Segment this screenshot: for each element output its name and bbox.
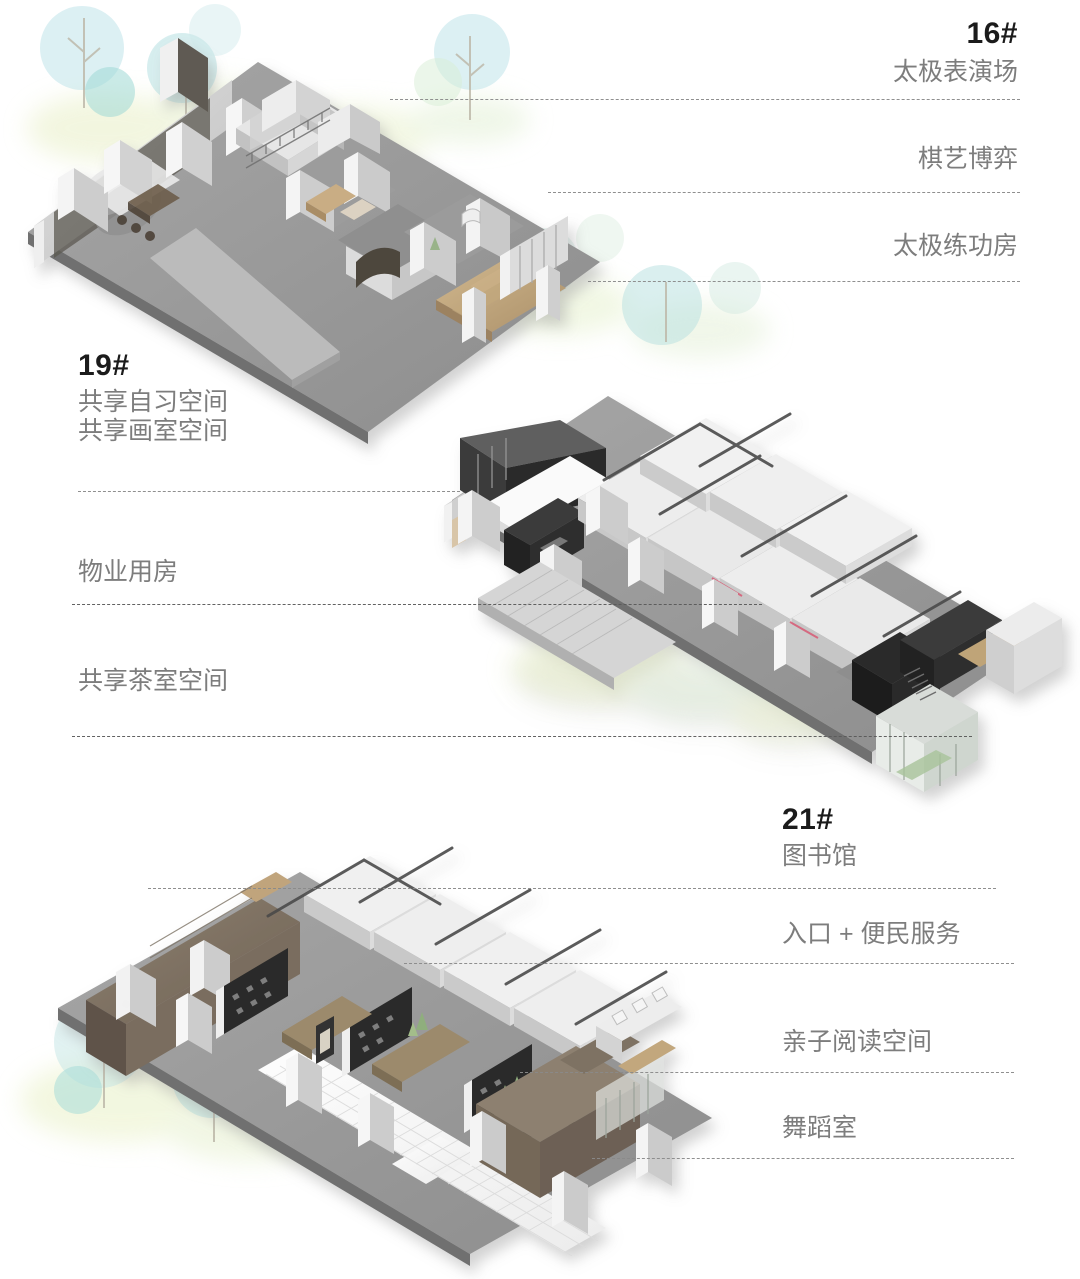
room-label-19-2: 共享画室空间 <box>78 417 229 445</box>
leader-line-21-1 <box>148 888 996 889</box>
room-label-21-2: 入口 + 便民服务 <box>782 920 961 948</box>
room-label-19-4: 共享茶室空间 <box>78 667 229 695</box>
building-19-render <box>444 396 1062 792</box>
room-label-16-3: 太极练功房 <box>892 232 1018 260</box>
label-group-building-21: 21# 图书馆 <box>782 804 1080 872</box>
leader-line-19-1 <box>78 491 460 492</box>
label-group-building-19: 19# 共享自习空间 共享画室空间 <box>78 350 498 447</box>
room-label-19-3: 物业用房 <box>78 558 179 586</box>
leader-line-21-3 <box>520 1072 1014 1073</box>
building-number-19: 19# <box>78 349 130 382</box>
room-label-19-1: 共享自习空间 <box>78 387 229 416</box>
room-label-21-3: 亲子阅读空间 <box>782 1028 933 1056</box>
building-21-render <box>58 846 712 1266</box>
room-label-16-1: 太极表演场 <box>892 57 1018 86</box>
leader-line-16-2 <box>548 192 1020 193</box>
leader-line-19-2 <box>72 604 762 605</box>
room-label-21-4: 舞蹈室 <box>782 1114 858 1142</box>
leader-line-19-3 <box>72 736 972 737</box>
room-label-21-1: 图书馆 <box>782 841 858 870</box>
building-number-21: 21# <box>782 803 834 836</box>
building-16-render <box>28 38 600 444</box>
leader-line-21-2 <box>404 963 1014 964</box>
leader-line-16-1 <box>390 99 1020 100</box>
leader-line-21-4 <box>592 1158 1014 1159</box>
building-number-16: 16# <box>966 17 1018 50</box>
leader-line-16-3 <box>588 281 1020 282</box>
label-group-building-16: 16# 太极表演场 <box>640 18 1018 88</box>
room-label-16-2: 棋艺博弈 <box>917 145 1018 173</box>
